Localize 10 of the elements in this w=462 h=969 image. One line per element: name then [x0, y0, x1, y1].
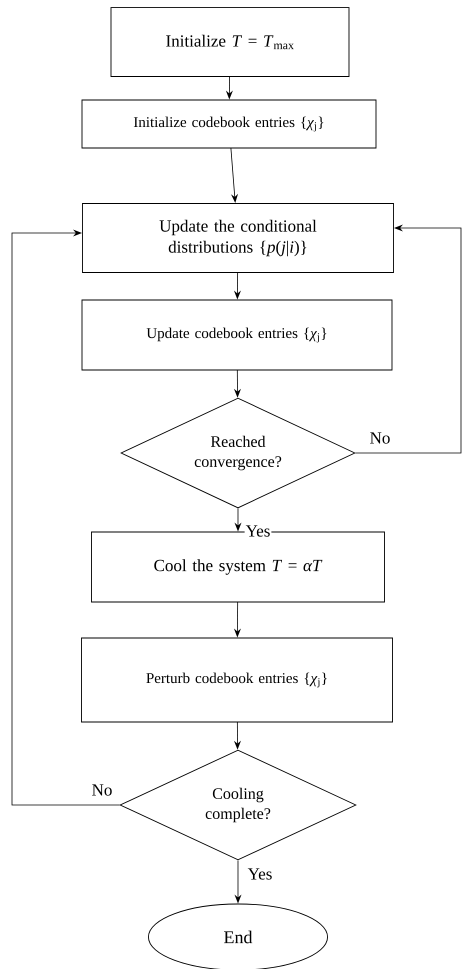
edge-label: No [90, 783, 114, 797]
edge-label: Yes [246, 867, 274, 881]
process-box: Update the conditional distributions {p(j|i)} [82, 203, 394, 273]
process-box: Perturb codebook entries {χ$_{j}$} [81, 638, 393, 722]
edge-label: No [368, 431, 392, 445]
process-box: Update codebook entries {χ$_{j}$} [82, 300, 392, 370]
process-box: Initialize codebook entries {χ$_{j}$} [82, 100, 376, 148]
process-box: Initialize T = T$_{max}$ [110, 7, 350, 77]
arrow [12, 229, 120, 806]
edge-label: Yes [244, 524, 272, 538]
